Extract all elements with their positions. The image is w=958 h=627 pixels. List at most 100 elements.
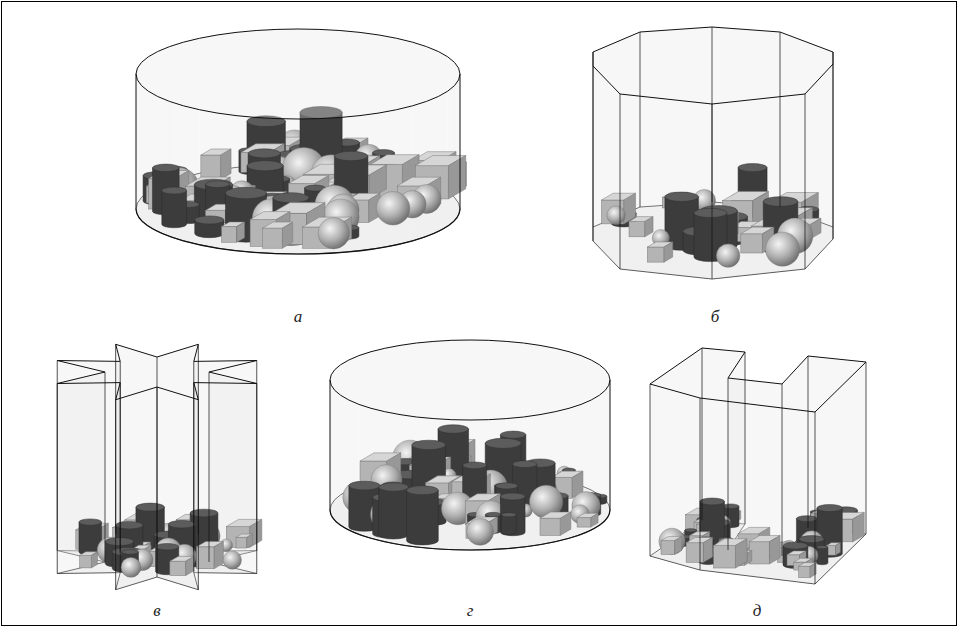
container-edge <box>115 344 116 534</box>
container-edge <box>728 378 729 550</box>
box-front <box>647 247 664 262</box>
cylinder-top <box>463 462 487 469</box>
container-edge <box>745 352 746 524</box>
box-side <box>703 537 712 562</box>
container-edge <box>157 357 158 547</box>
cylinder-top <box>248 149 280 158</box>
container-edge <box>808 356 809 528</box>
cylinder-top <box>501 513 516 517</box>
sphere <box>376 191 410 225</box>
box-front <box>714 545 736 568</box>
box-side <box>591 513 598 527</box>
container-3 <box>57 344 262 589</box>
box-side <box>237 222 245 242</box>
container-edge <box>712 104 713 279</box>
sphere <box>121 557 141 577</box>
container-edge <box>640 32 641 207</box>
container-edge <box>330 380 331 510</box>
box-side <box>769 535 780 564</box>
cylinder-top <box>247 161 283 171</box>
container-edge <box>833 64 834 239</box>
container-wall <box>833 52 834 239</box>
container-edge <box>193 361 194 551</box>
box-front <box>661 541 675 555</box>
container-edge <box>136 74 137 209</box>
box-front <box>170 561 186 575</box>
container-wall <box>330 375 331 510</box>
container-4 <box>330 340 610 550</box>
cylinder-top <box>496 483 518 489</box>
container-edge <box>650 384 651 556</box>
cylinder-top <box>206 181 230 188</box>
container-edge <box>780 32 781 207</box>
sphere <box>223 551 241 569</box>
container-top <box>650 348 866 412</box>
cylinder-top <box>485 438 521 448</box>
cylinder-body <box>162 191 187 228</box>
container-wall <box>609 375 610 510</box>
box-front <box>540 518 560 535</box>
sphere <box>716 244 739 267</box>
cylinder-top <box>225 187 266 198</box>
container-bottom-edge <box>330 510 610 550</box>
cylinder-top <box>694 208 727 217</box>
cylinder-top <box>500 493 525 500</box>
cylinder-top <box>796 516 817 522</box>
container-edge <box>702 348 703 520</box>
cylinder-body <box>407 490 439 545</box>
box-side <box>247 534 253 548</box>
box-front <box>749 542 769 564</box>
container-1 <box>136 29 466 254</box>
cylinder-top <box>152 164 179 171</box>
sphere <box>607 206 626 225</box>
box-side <box>836 543 841 555</box>
container-edge <box>700 398 701 570</box>
cylinder-top <box>817 504 842 511</box>
container-top <box>136 29 460 119</box>
box-front <box>799 566 810 577</box>
container-bottom-edge <box>136 209 460 254</box>
cylinder-top <box>500 431 525 438</box>
container-5 <box>650 348 866 584</box>
box-front <box>263 228 283 248</box>
container-wall <box>136 68 137 209</box>
cylinder-top <box>334 151 368 160</box>
box-side <box>735 539 747 568</box>
box-side <box>664 242 673 262</box>
cylinder-top <box>349 481 380 490</box>
box-front <box>222 227 237 243</box>
container-wall <box>712 94 805 279</box>
cylinder-body <box>379 487 409 539</box>
container-edge <box>256 361 257 551</box>
box-side <box>282 222 292 248</box>
container-edge <box>815 412 816 584</box>
cylinder-top <box>79 519 102 525</box>
box-side <box>560 512 571 535</box>
cylinder-top <box>162 187 187 194</box>
container-wall <box>593 66 620 269</box>
box-front <box>201 155 221 179</box>
container-edge <box>120 361 121 551</box>
box-side <box>675 536 682 554</box>
container-wall <box>593 52 594 241</box>
cylinder-top <box>783 542 808 549</box>
cylinder-top <box>195 216 224 224</box>
container-edge <box>593 66 594 241</box>
cylinder-top <box>817 546 828 549</box>
figure-letter: а <box>294 308 303 325</box>
container-edge <box>460 74 461 209</box>
cylinder-top <box>407 486 439 495</box>
container-edge <box>805 94 806 269</box>
cylinder-top <box>136 503 164 511</box>
container-2 <box>593 27 833 279</box>
cylinder-top <box>122 550 139 555</box>
cylinder-body <box>501 515 516 535</box>
box-side <box>186 556 194 575</box>
figure-letter: б <box>711 308 720 325</box>
container-top <box>593 27 833 104</box>
figure-letter: в <box>153 602 160 619</box>
container-wall <box>57 361 120 552</box>
